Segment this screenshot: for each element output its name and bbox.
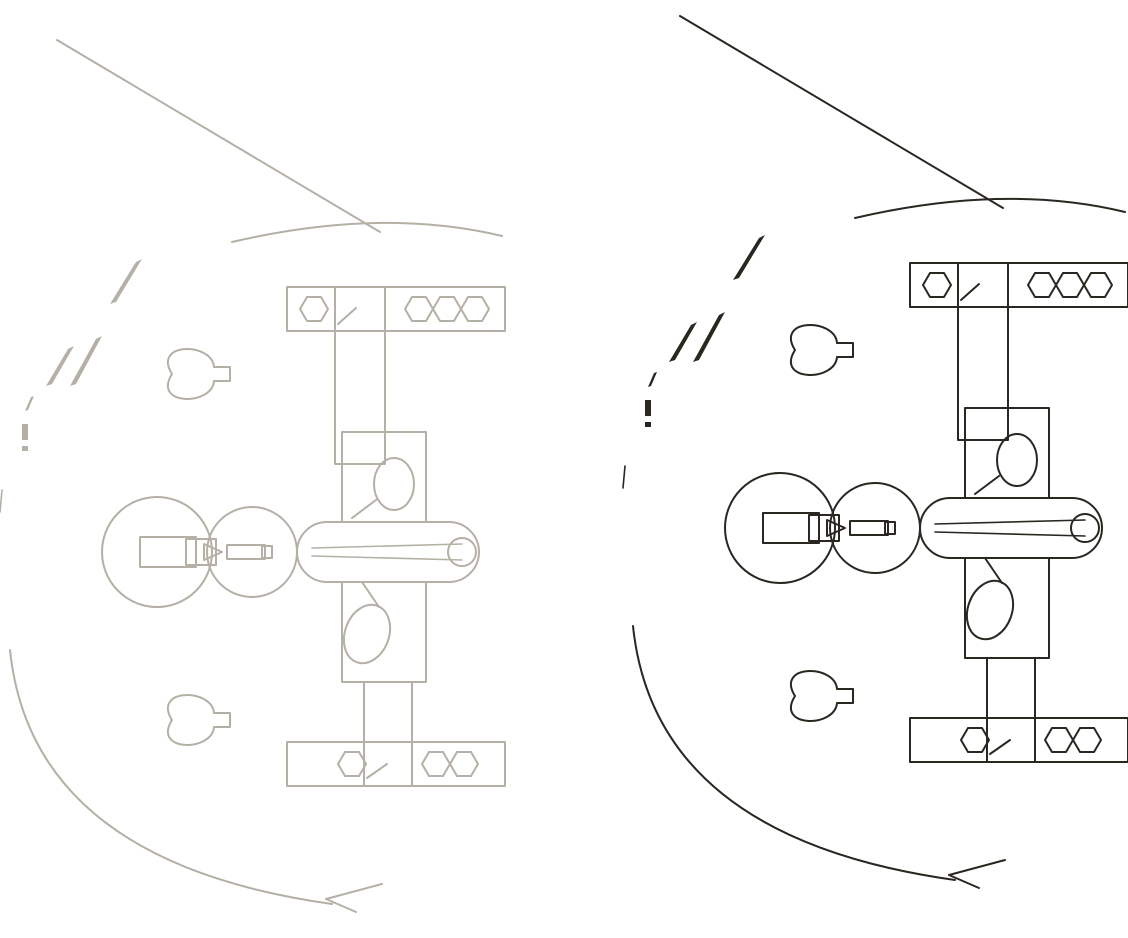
left-panel	[0, 39, 506, 913]
right-panel	[622, 15, 1128, 889]
